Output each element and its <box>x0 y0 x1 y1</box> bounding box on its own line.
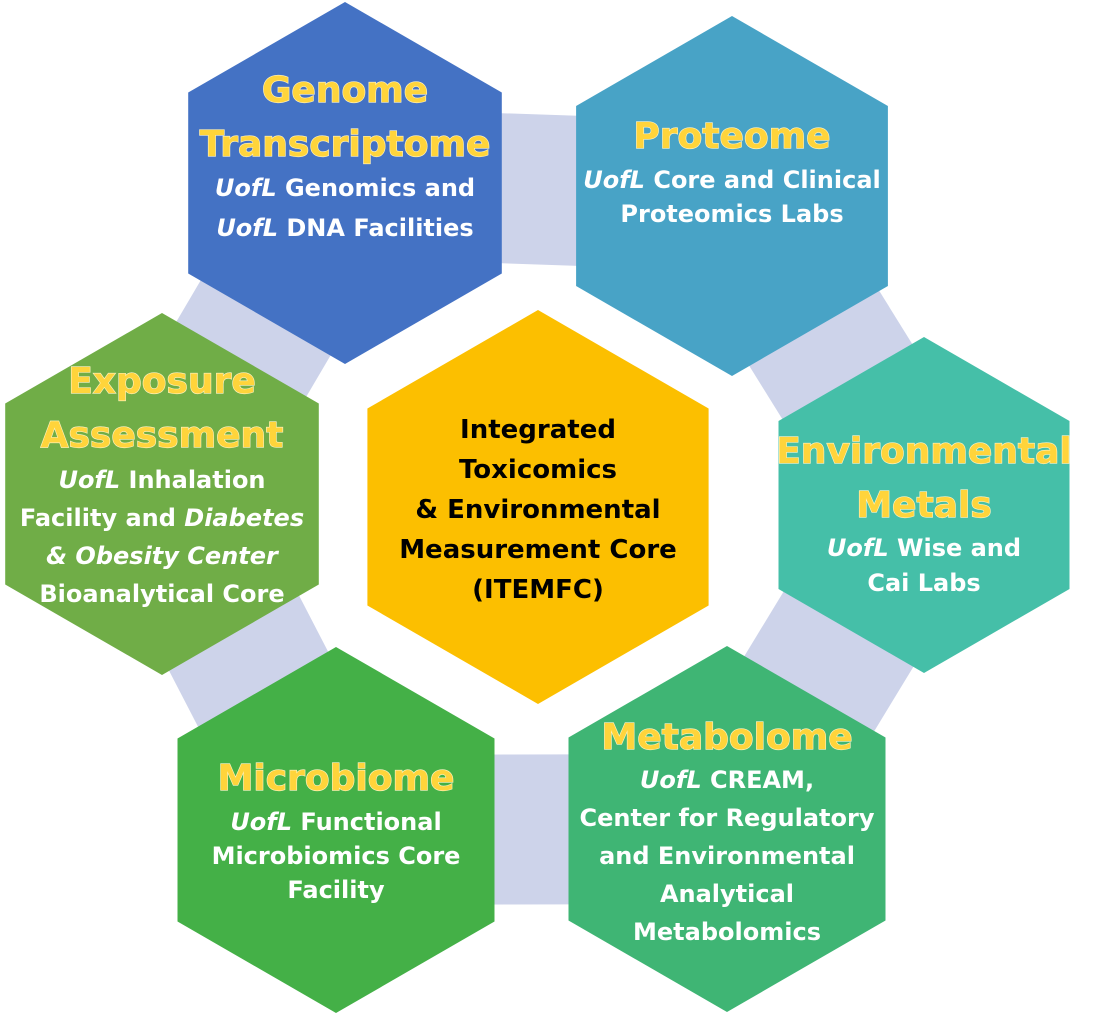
hexagon-body-line-exposure: Bioanalytical Core <box>39 580 284 608</box>
hexagon-body-line-exposure: UofL Inhalation <box>58 466 265 494</box>
hexagon-shape-exposure <box>5 313 319 675</box>
hexagon-body-line-proteome: Proteomics Labs <box>620 200 843 228</box>
hexagon-body-line-proteome: UofL Core and Clinical <box>583 166 881 194</box>
center-title-line: & Environmental <box>415 495 660 525</box>
hexagon-body-line-metabolome: Analytical <box>660 880 794 908</box>
hexagon-body-segment: UofL <box>216 214 278 242</box>
hexagon-body-segment: UofL <box>827 534 889 562</box>
hexagon-title-proteome: Proteome <box>633 116 830 157</box>
center-hexagon-shape <box>367 310 709 704</box>
hexagon-body-segment: and Environmental <box>599 842 855 870</box>
hexagon-body-segment: Proteomics Labs <box>620 200 843 228</box>
hexagon-title-genome: Genome <box>262 70 428 111</box>
hexagon-title-metals: Metals <box>856 485 992 526</box>
hexagon-body-line-microbiome: Facility <box>287 876 385 904</box>
hexagon-body-segment: Microbiomics Core <box>212 842 461 870</box>
center-title-line: Toxicomics <box>459 455 617 485</box>
hexagon-body-segment: DNA Facilities <box>278 214 474 242</box>
hexagon-body-segment: Inhalation <box>120 466 265 494</box>
hexagon-body-segment: Genomics and <box>277 174 475 202</box>
hexagon-body-line-genome: UofL Genomics and <box>215 174 475 202</box>
hexagon-body-segment: UofL <box>583 166 645 194</box>
center-title-line: Measurement Core <box>399 535 677 565</box>
hexagon-body-segment: Wise and <box>889 534 1021 562</box>
hexagon-shape-proteome <box>576 16 888 376</box>
hexagon-body-segment: Core and Clinical <box>645 166 881 194</box>
hexagon-shape-microbiome <box>177 647 495 1013</box>
hexagon-body-line-metabolome: Metabolomics <box>633 918 821 946</box>
hexagon-body-segment: Analytical <box>660 880 794 908</box>
hexagon-body-segment: Metabolomics <box>633 918 821 946</box>
hexagon-shape-metabolome <box>568 646 886 1012</box>
hexagon-title-microbiome: Microbiome <box>218 758 455 799</box>
hexagon-body-segment: UofL <box>640 766 702 794</box>
hexagon-body-line-metals: Cai Labs <box>867 569 980 597</box>
hexagon-body-line-metals: UofL Wise and <box>827 534 1021 562</box>
hexagon-body-line-microbiome: UofL Functional <box>230 808 441 836</box>
hexagon-title-metabolome: Metabolome <box>601 717 852 758</box>
hexagon-title-exposure: Exposure <box>68 361 256 402</box>
hexagon-body-line-genome: UofL DNA Facilities <box>216 214 473 242</box>
center-title-line: Integrated <box>460 415 616 445</box>
center-title-line: (ITEMFC) <box>472 575 604 605</box>
hexagon-title-exposure: Assessment <box>41 415 284 456</box>
hexagon-body-segment: Bioanalytical Core <box>39 580 284 608</box>
hexagon-body-line-exposure: Facility and Diabetes <box>20 504 304 532</box>
hexagon-title-genome: Transcriptome <box>200 124 491 165</box>
hexagon-body-line-microbiome: Microbiomics Core <box>212 842 461 870</box>
hexagon-body-line-metabolome: and Environmental <box>599 842 855 870</box>
hexagon-body-line-metabolome: Center for Regulatory <box>580 804 875 832</box>
hexagon-body-line-exposure: & Obesity Center <box>46 542 280 570</box>
hexagon-body-segment: UofL <box>58 466 120 494</box>
hexagon-body-segment: & Obesity Center <box>46 542 280 570</box>
hexagon-body-segment: UofL <box>215 174 277 202</box>
hexagon-body-segment: Center for Regulatory <box>580 804 875 832</box>
hexagon-body-segment: UofL <box>230 808 292 836</box>
hexagon-shape-genome <box>188 2 502 364</box>
hexagon-body-segment: Facility and <box>20 504 184 532</box>
hexagon-title-metals: Environmental <box>776 431 1072 472</box>
hexagon-body-line-metabolome: UofL CREAM, <box>640 766 814 794</box>
hexagon-body-segment: CREAM, <box>702 766 814 794</box>
hexagon-body-segment: Facility <box>287 876 385 904</box>
hexagon-body-segment: Diabetes <box>184 504 304 532</box>
hexagon-body-segment: Functional <box>292 808 442 836</box>
hexagon-shape-metals <box>778 337 1070 673</box>
hexagon-body-segment: Cai Labs <box>867 569 980 597</box>
